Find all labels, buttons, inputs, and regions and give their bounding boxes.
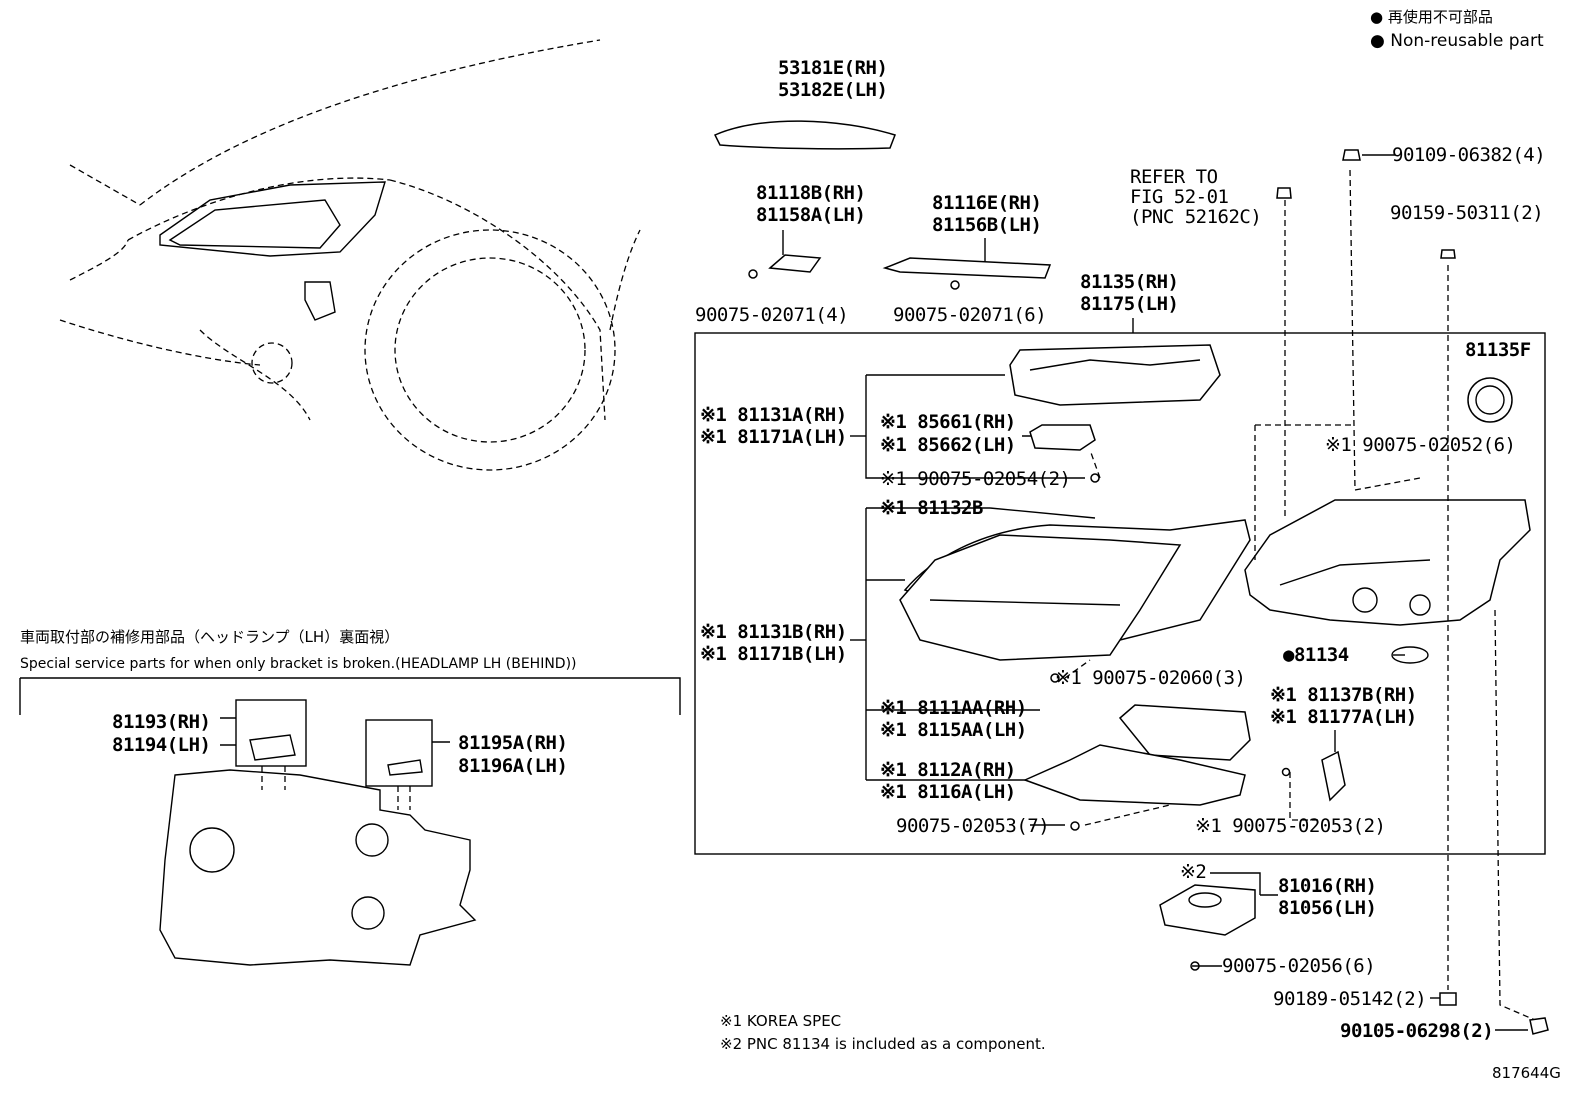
bolt-icon <box>1342 149 1361 161</box>
screw-icon <box>1090 473 1100 483</box>
label-90075-02071-b: 90075-02071(6) <box>893 304 1047 326</box>
label-81135: 81135(RH) <box>1080 271 1179 293</box>
nut-icon <box>1439 992 1457 1006</box>
screw-icon <box>1281 767 1291 777</box>
label-90075-02071-a: 90075-02071(4) <box>695 304 849 326</box>
label-90075-02052: ※1 90075-02052(6) <box>1325 434 1516 456</box>
bolt-icon <box>1276 187 1292 199</box>
label-8112a: ※1 8112A(RH) <box>880 759 1016 781</box>
gasket-81134 <box>1391 646 1429 664</box>
reflector-81131a <box>1009 344 1221 406</box>
label-81118b: 81118B(RH) <box>756 182 866 204</box>
label-90075-02053-7: 90075-02053(7) <box>896 815 1050 837</box>
special-title-jp: 車両取付部の補修用部品（ヘッドランプ（LH）裏面視） <box>20 628 400 646</box>
actuator-85661 <box>1029 424 1096 451</box>
ballast-81016 <box>1159 884 1256 936</box>
label-90189: 90189-05142(2) <box>1273 988 1427 1010</box>
label-90075-02056: 90075-02056(6) <box>1222 955 1376 977</box>
label-81196a: 81196A(LH) <box>458 755 568 777</box>
label-81175: 81175(LH) <box>1080 293 1179 315</box>
label-81177a: ※1 81177A(LH) <box>1270 706 1417 728</box>
special-service-box <box>19 677 681 966</box>
label-8116a: ※1 8116A(LH) <box>880 781 1016 803</box>
label-90159: 90159-50311(2) <box>1390 202 1544 224</box>
label-8111aa: ※1 8111AA(RH) <box>880 697 1027 719</box>
label-refer-3: (PNC 52162C) <box>1130 206 1262 228</box>
label-81171a: ※1 81171A(LH) <box>700 426 847 448</box>
label-81131b: ※1 81131B(RH) <box>700 621 847 643</box>
headlamp-assembly-box <box>694 332 1546 855</box>
special-title-en: Special service parts for when only brac… <box>20 656 577 672</box>
screw-icon <box>950 280 960 290</box>
label-81016: 81016(RH) <box>1278 875 1377 897</box>
label-81134: ●81134 <box>1283 644 1349 666</box>
label-81135f: 81135F <box>1465 339 1531 361</box>
screw-icon <box>1050 673 1060 683</box>
label-refer-1: REFER TO <box>1130 166 1218 188</box>
label-81116e: 81116E(RH) <box>932 192 1042 214</box>
label-53181e: 53181E(RH) <box>778 57 888 79</box>
label-90075-02060: ※1 90075-02060(3) <box>1055 667 1246 689</box>
label-81056: 81056(LH) <box>1278 897 1377 919</box>
bracket-81137b <box>1321 750 1346 802</box>
cap-81135f <box>1467 377 1513 423</box>
garnish-strip <box>713 120 896 150</box>
label-90075-02054: ※1 90075-02054(2) <box>880 468 1071 490</box>
footnote-2: ※2 PNC 81134 is included as a component. <box>720 1035 1046 1053</box>
legend-line-jp: ● 再使用不可部品 <box>1370 8 1493 26</box>
label-81195a: 81195A(RH) <box>458 732 568 754</box>
screw-icon <box>1070 821 1080 831</box>
label-81171b: ※1 81171B(LH) <box>700 643 847 665</box>
bolt-icon <box>1440 249 1456 259</box>
bracket-81116e <box>882 257 1052 279</box>
housing-81131b <box>899 534 1182 661</box>
figure-id: 817644G <box>1492 1064 1561 1082</box>
label-53182e: 53182E(LH) <box>778 79 888 101</box>
label-90105: 90105-06298(2) <box>1340 1020 1494 1042</box>
label-81156b: 81156B(LH) <box>932 214 1042 236</box>
bracket-81118b <box>768 254 822 273</box>
label-90075-02053-2: ※1 90075-02053(2) <box>1195 815 1386 837</box>
label-refer-2: FIG 52-01 <box>1130 186 1229 208</box>
legend-line-en: ● Non-reusable part <box>1370 31 1544 51</box>
label-note-2-mark: ※2 <box>1180 861 1207 883</box>
label-81137b: ※1 81137B(RH) <box>1270 684 1417 706</box>
label-85662: ※1 85662(LH) <box>880 434 1016 456</box>
label-90109: 90109-06382(4) <box>1392 144 1546 166</box>
car-front-illustration <box>59 39 641 471</box>
footnote-1: ※1 KOREA SPEC <box>720 1012 842 1030</box>
bolt-icon <box>1529 1017 1549 1035</box>
label-81131a: ※1 81131A(RH) <box>700 404 847 426</box>
screw-icon <box>748 269 758 279</box>
lamp-8112a <box>1022 744 1246 806</box>
label-81193: 81193(RH) <box>112 711 211 733</box>
label-81194: 81194(LH) <box>112 734 211 756</box>
label-85661: ※1 85661(RH) <box>880 411 1016 433</box>
label-81158a: 81158A(LH) <box>756 204 866 226</box>
label-8115aa: ※1 8115AA(LH) <box>880 719 1027 741</box>
label-81132b: ※1 81132B <box>880 497 983 519</box>
